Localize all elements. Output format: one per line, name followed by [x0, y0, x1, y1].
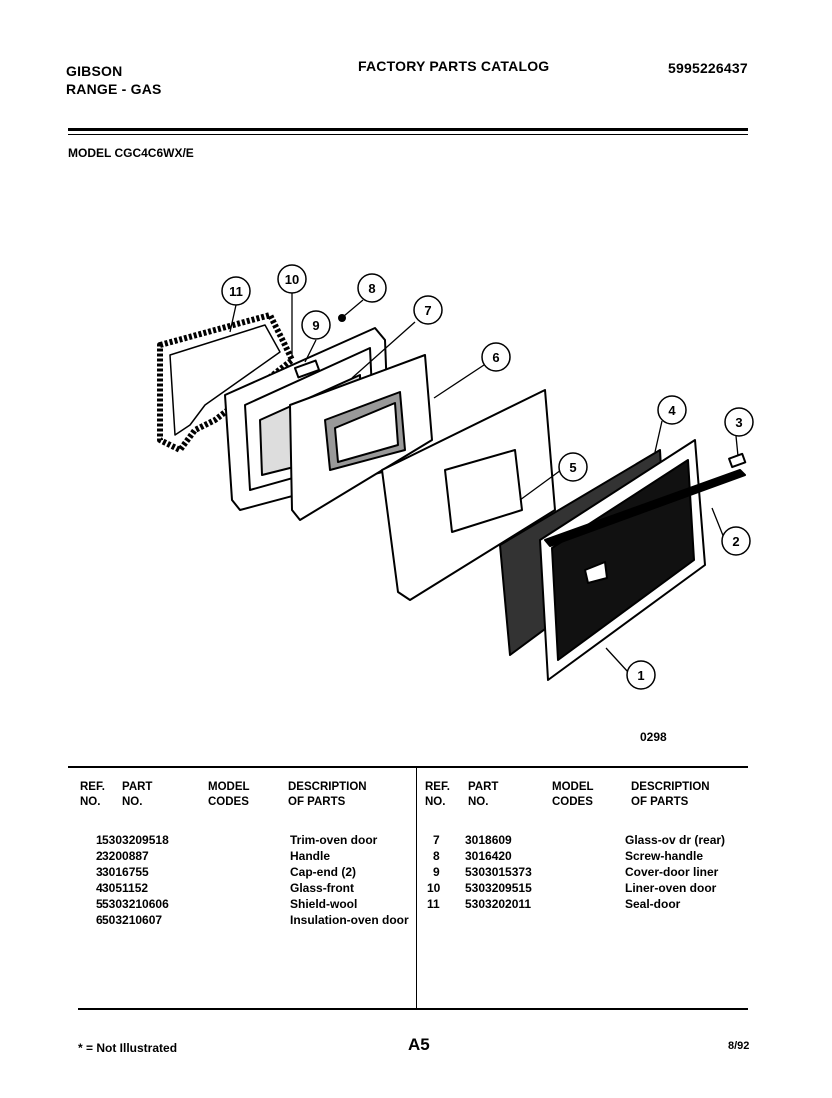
ref-number: 6: [96, 913, 103, 927]
part-9-cover-door-liner: [293, 359, 321, 379]
exploded-door-diagram: 11 10 9 8 7 6 5 4 3 2 1: [157, 264, 754, 690]
col-ref-right: REF.NO.: [425, 781, 450, 808]
part-number: 3016755: [102, 865, 149, 879]
part-description: Insulation-oven door: [290, 913, 409, 927]
part-description: Screw-handle: [625, 849, 704, 863]
callout-5: 5: [558, 452, 588, 482]
catalog-number: 5995226437: [668, 60, 748, 76]
brand-block: GIBSON RANGE - GAS: [66, 62, 162, 98]
model-number: MODEL CGC4C6WX/E: [68, 146, 194, 160]
svg-text:4: 4: [668, 403, 676, 418]
header-rule-thin: [68, 134, 748, 135]
svg-text:8: 8: [368, 281, 375, 296]
part-7-glass-oven-door-rear: [289, 354, 433, 521]
part-11-seal-door: [157, 312, 295, 453]
table-top-rule: [68, 766, 748, 768]
svg-text:11: 11: [229, 284, 243, 299]
catalog-title: FACTORY PARTS CATALOG: [358, 58, 550, 74]
part-description: Glass-front: [290, 881, 355, 895]
brand-name: GIBSON: [66, 63, 123, 79]
col-ref-left: REF.NO.: [80, 781, 105, 808]
svg-text:9: 9: [312, 318, 319, 333]
callout-2: 2: [721, 526, 751, 556]
part-description: Trim-oven door: [290, 833, 378, 847]
callout-9: 9: [301, 310, 331, 340]
ref-number: 10: [427, 881, 441, 895]
ref-number: 8: [433, 849, 440, 863]
svg-text:1: 1: [637, 668, 644, 683]
ref-number: 11: [427, 897, 440, 911]
part-number: 5303015373: [465, 865, 532, 879]
part-description: Handle: [290, 849, 331, 863]
header-rule-thick: [68, 128, 748, 131]
ref-number: 5: [96, 897, 103, 911]
svg-text:3: 3: [735, 415, 742, 430]
part-number: 3018609: [465, 833, 512, 847]
ref-number: 3: [96, 865, 103, 879]
part-number: 3016420: [465, 849, 512, 863]
callout-6: 6: [481, 342, 511, 372]
part-3-cap-end: [728, 452, 747, 469]
part-description: Seal-door: [625, 897, 681, 911]
part-number: 503210607: [102, 913, 163, 927]
callout-3: 3: [724, 407, 754, 437]
product-type: RANGE - GAS: [66, 81, 162, 97]
svg-text:7: 7: [424, 303, 431, 318]
part-description: Glass-ov dr (rear): [625, 833, 726, 847]
part-number: 5303209518: [102, 833, 169, 847]
part-description: Cover-door liner: [625, 865, 719, 879]
part-number: 3200887: [102, 849, 149, 863]
ref-number: 1: [96, 833, 103, 847]
figure-code: 0298: [640, 730, 667, 744]
part-2-handle: [544, 469, 746, 547]
svg-text:5: 5: [569, 460, 576, 475]
part-number: 5303202011: [465, 897, 532, 911]
svg-text:2: 2: [732, 534, 739, 549]
part-description: Liner-oven door: [625, 881, 717, 895]
callout-11: 11: [221, 276, 251, 306]
part-6-insulation-oven-door: [381, 389, 556, 601]
ref-number: 2: [96, 849, 103, 863]
ref-number: 9: [433, 865, 440, 879]
callout-10: 10: [277, 264, 307, 294]
callout-8: 8: [357, 273, 387, 303]
part-number: 3051152: [102, 881, 149, 895]
callout-1: 1: [626, 660, 656, 690]
part-description: Shield-wool: [290, 897, 358, 911]
page-number: A5: [408, 1035, 430, 1054]
part-description: Cap-end (2): [290, 865, 356, 879]
not-illustrated-note: * = Not Illustrated: [78, 1041, 178, 1055]
ref-number: 7: [433, 833, 440, 847]
part-number: 5303210606: [102, 897, 169, 911]
callout-4: 4: [657, 395, 687, 425]
ref-number: 4: [96, 881, 103, 895]
callout-7: 7: [413, 295, 443, 325]
revision-date: 8/92: [728, 1040, 750, 1052]
part-number: 5303209515: [465, 881, 532, 895]
svg-text:10: 10: [285, 272, 299, 287]
table-column-divider: [416, 766, 417, 1008]
table-bottom-rule: [78, 1008, 748, 1010]
svg-text:6: 6: [492, 350, 499, 365]
part-8-screw-handle: [338, 314, 346, 322]
